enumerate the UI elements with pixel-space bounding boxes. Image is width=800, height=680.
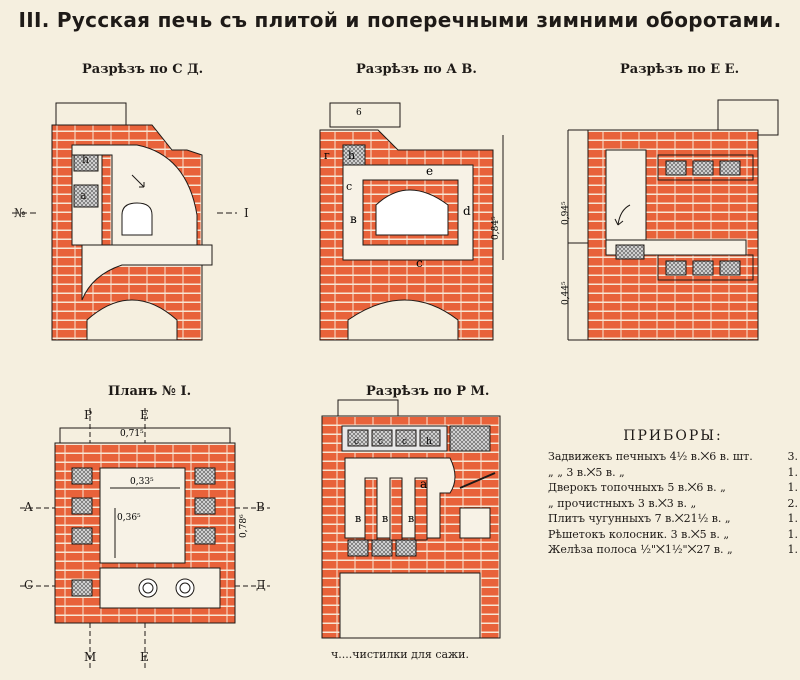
svg-text:0,44⁵: 0,44⁵ [561,281,571,305]
mark-e-top: E [140,408,149,422]
svg-text:c: c [378,437,383,447]
svg-text:0,78⁶: 0,78⁶ [239,514,249,538]
page-title: III. Русская печь съ плитой и поперечным… [18,8,782,32]
mark-p: P [84,408,93,422]
label-section-ee: Разрѣзъ по Е Е. [620,62,740,77]
section-rm-drawing: a в в в c c c h [321,399,501,639]
legend-row: Плитъ чугунныхъ 7 в.⨉21½ в. „1. [548,512,798,525]
legend: ПРИБОРЫ: Задвижекъ печныхъ 4½ в.⨉6 в. шт… [548,428,798,559]
footnote: ч....чистилки для сажи. [331,648,469,661]
svg-text:в: в [350,212,357,226]
svg-text:0,94⁵: 0,94⁵ [561,201,571,225]
label-section-ab: Разрѣзъ по А В. [356,62,477,77]
legend-title: ПРИБОРЫ: [623,428,723,444]
svg-text:d: d [463,204,471,218]
svg-text:h: h [426,437,432,447]
legend-row: Рѣшетокъ колосник. 3 в.⨉5 в. „1. [548,527,798,541]
section-ee-drawing: 0,94⁵ 0,44⁵ [561,99,779,341]
svg-text:c: c [402,437,407,447]
svg-text:0,33⁵: 0,33⁵ [130,477,154,487]
svg-text:0,36⁵: 0,36⁵ [117,513,141,523]
label-section-rm: Разрѣзъ по Р М. [366,384,490,399]
legend-row: Задвижекъ печныхъ 4½ в.⨉6 в. шт.3. [548,450,798,463]
svg-text:в: в [382,512,388,525]
mark-d: Д [256,578,266,592]
svg-text:a: a [80,189,87,202]
svg-text:г: г [324,149,330,162]
svg-text:0,84⁵: 0,84⁵ [491,216,501,240]
mark-b: B [256,500,265,514]
svg-text:a: a [420,477,427,491]
svg-text:c: c [354,437,359,447]
svg-text:в: в [355,512,361,525]
mark-m: M [84,650,97,664]
svg-text:h: h [348,149,355,162]
svg-text:c: c [416,256,423,270]
legend-row: „ прочистныхъ 3 в.⨉3 в. „2. [548,496,798,510]
mark-c: C [24,578,34,592]
svg-text:в: в [408,512,414,525]
mark-a: A [24,500,33,514]
legend-row: Желѣза полоса ½"⨉1½"⨉27 в. „1. [548,543,798,556]
svg-text:e: e [426,164,433,178]
mark-left-no: № [14,206,26,220]
plan-drawing: 0,71⁵ 0,33⁵ 0,36⁵ 0,78⁶ [20,408,270,670]
section-cd-drawing: h a [12,102,237,341]
svg-text:c: c [346,180,352,193]
svg-text:6: 6 [356,108,362,118]
mark-e-bottom: E [140,650,149,664]
label-section-cd: Разрѣзъ по С Д. [82,62,204,77]
label-plan: Планъ № I. [108,384,192,399]
legend-row: Дверокъ топочныхъ 5 в.⨉6 в. „1. [548,481,798,494]
section-ab-drawing: h г c в d e c 0,84⁵ 6 [319,102,504,341]
svg-text:h: h [82,153,89,166]
legend-row: „ „ 3 в.⨉5 в. „1. [548,465,798,479]
mark-right-one: I [244,206,249,220]
svg-text:0,71⁵: 0,71⁵ [120,429,144,439]
